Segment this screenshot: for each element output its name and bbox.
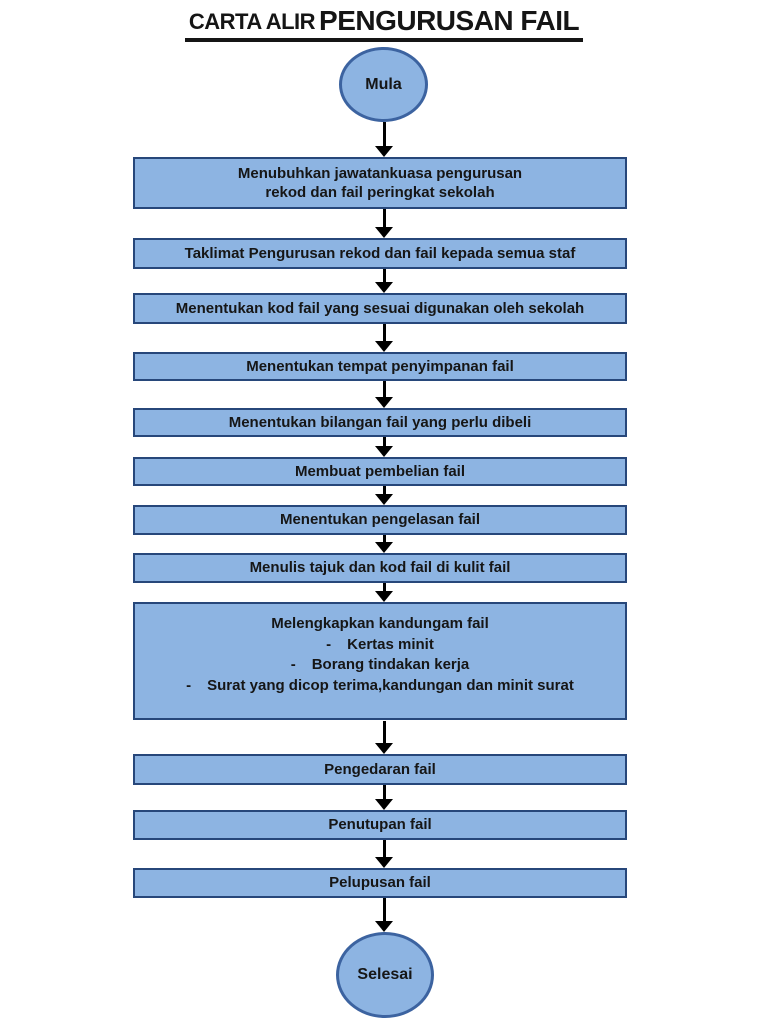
flow-step-6: Membuat pembelian fail <box>133 457 627 486</box>
step-text: Menentukan tempat penyimpanan fail <box>246 357 514 375</box>
flow-arrow <box>369 840 399 868</box>
step-text: Menentukan bilangan fail yang perlu dibe… <box>228 413 532 431</box>
step-bullet: -Kertas minit <box>135 635 625 655</box>
flow-arrow <box>369 122 399 157</box>
page-title: CARTA ALIR PENGURUSAN FAIL <box>0 5 768 43</box>
start-terminal: Mula <box>339 47 428 122</box>
step-text: Taklimat Pengurusan rekod dan fail kepad… <box>184 244 576 262</box>
step-bullet: -Surat yang dicop terima,kandungan dan m… <box>135 676 625 696</box>
flow-step-7: Menentukan pengelasan fail <box>133 505 627 535</box>
flow-step-3: Menentukan kod fail yang sesuai digunaka… <box>133 293 627 324</box>
flow-step-8: Menulis tajuk dan kod fail di kulit fail <box>133 553 627 583</box>
step-text: Menentukan pengelasan fail <box>279 511 481 529</box>
flow-step-10: Pengedaran fail <box>133 754 627 785</box>
flow-arrow <box>369 324 399 352</box>
step-text: Penutupan fail <box>328 816 432 834</box>
start-terminal-label: Mula <box>365 75 402 93</box>
end-terminal: Selesai <box>336 932 434 1018</box>
flow-step-11: Penutupan fail <box>133 810 627 840</box>
end-terminal-label: Selesai <box>357 966 413 983</box>
flow-step-12: Pelupusan fail <box>133 868 627 898</box>
flow-step-5: Menentukan bilangan fail yang perlu dibe… <box>133 408 627 437</box>
bullet-dash: - <box>290 656 296 673</box>
flow-arrow <box>369 721 399 754</box>
page-title-prefix: CARTA ALIR <box>188 9 316 34</box>
flow-step-1: Menubuhkan jawatankuasa pengurusan rekod… <box>133 157 627 209</box>
flow-arrow <box>369 269 399 293</box>
step-text: Pengedaran fail <box>324 760 436 778</box>
step-bullet: -Borang tindakan kerja <box>135 655 625 675</box>
step-text: Melengkapkan kandungam fail <box>271 615 489 632</box>
page-title-main: PENGURUSAN FAIL <box>319 5 580 36</box>
flow-arrow <box>369 583 399 602</box>
flow-arrow <box>369 209 399 238</box>
flow-arrow <box>369 785 399 810</box>
flow-arrow <box>369 535 399 553</box>
step-text: Pelupusan fail <box>329 874 431 892</box>
flow-arrow <box>369 437 399 457</box>
page-title-underline: CARTA ALIR PENGURUSAN FAIL <box>184 5 584 43</box>
bullet-dash: - <box>186 676 192 694</box>
step-text: Menentukan kod fail yang sesuai digunaka… <box>175 299 585 317</box>
flow-arrow <box>369 898 399 932</box>
flow-step-2: Taklimat Pengurusan rekod dan fail kepad… <box>133 238 627 269</box>
step-text: Menubuhkan jawatankuasa pengurusan <box>237 164 523 182</box>
step-bullet-text: Surat yang dicop terima,kandungan dan mi… <box>207 676 574 694</box>
flow-step-9: Melengkapkan kandungam fail -Kertas mini… <box>133 602 627 720</box>
step-bullet-text: Kertas minit <box>347 635 434 653</box>
step-bullet-text: Borang tindakan kerja <box>311 656 470 673</box>
flow-arrow <box>369 381 399 408</box>
step-text: rekod dan fail peringkat sekolah <box>265 184 495 201</box>
step-text: Menulis tajuk dan kod fail di kulit fail <box>249 559 511 577</box>
bullet-dash: - <box>326 635 332 653</box>
flow-arrow <box>369 486 399 505</box>
flow-step-4: Menentukan tempat penyimpanan fail <box>133 352 627 381</box>
step-text: Membuat pembelian fail <box>294 462 466 480</box>
